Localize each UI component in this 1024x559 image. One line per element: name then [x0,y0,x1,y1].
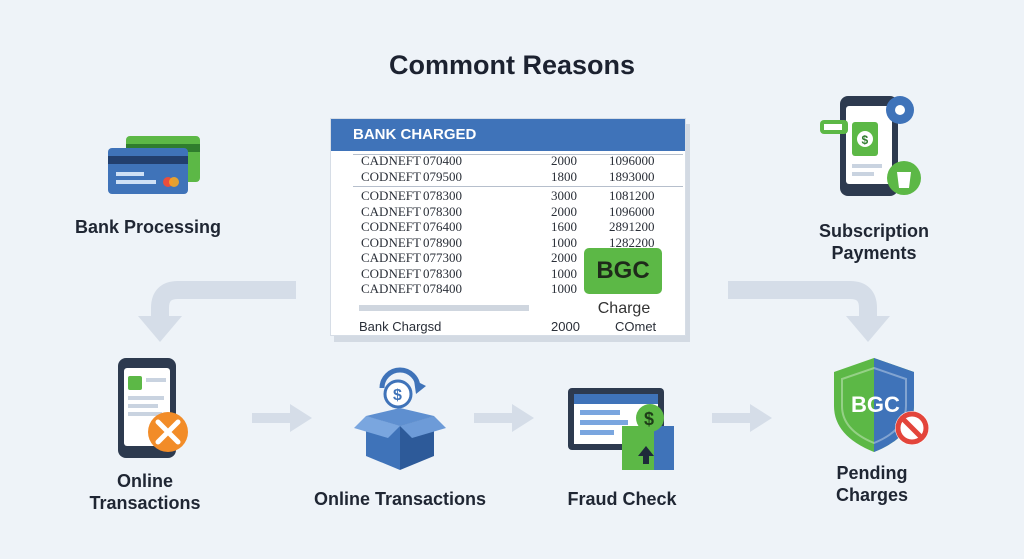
page-title: Commont Reasons [388,50,636,80]
bgc-badge: BGC [584,248,662,294]
subscription-phone-icon: $ [820,96,921,196]
node-bank-processing: Bank Processing [74,217,222,237]
svg-text:$: $ [393,387,402,404]
subscription-label-line1: Subscription [818,221,929,241]
svg-text:$: $ [644,409,654,429]
arrow-right-icon [712,404,772,432]
credit-cards-icon [108,136,200,194]
shield-icon: BGC [834,358,929,452]
online-transactions-phone-icon [118,358,188,458]
fraud-check-icon: $ [568,388,674,470]
statement-footer-label: Bank Chargsd [359,319,442,334]
left-connector-arrowhead [138,316,182,342]
node-subscription-payments: Subscription Payments [804,220,944,264]
right-connector-arrowhead [846,316,890,342]
statement-header: BANK CHARGED [331,119,685,151]
online-left-label-line1: Online [116,471,173,491]
statement-divider [353,186,683,187]
money-box-icon: $ [354,367,446,470]
left-connector-arrow [151,281,296,318]
arrow-right-icon [474,404,534,432]
node-fraud-check: Fraud Check [567,489,677,509]
statement-footer-amount: 2000 [551,319,580,334]
charge-label: Charge [597,300,651,317]
node-online-transactions-center: Online Transactions [313,489,487,509]
pending-label-line2: Charges [835,485,909,505]
node-online-transactions-left: Online Transactions [78,470,212,514]
svg-text:$: $ [862,133,869,147]
online-left-label-line2: Transactions [89,493,201,513]
shield-text: BGC [851,392,900,417]
node-pending-charges: Pending Charges [812,462,932,506]
statement-footer-note: COmet [615,319,657,334]
pending-label-line1: Pending [836,463,908,483]
statement-divider [353,154,683,155]
arrow-right-icon [252,404,312,432]
subscription-label-line2: Payments [831,243,917,263]
right-connector-arrow [728,281,877,318]
statement-total-line [359,305,529,311]
